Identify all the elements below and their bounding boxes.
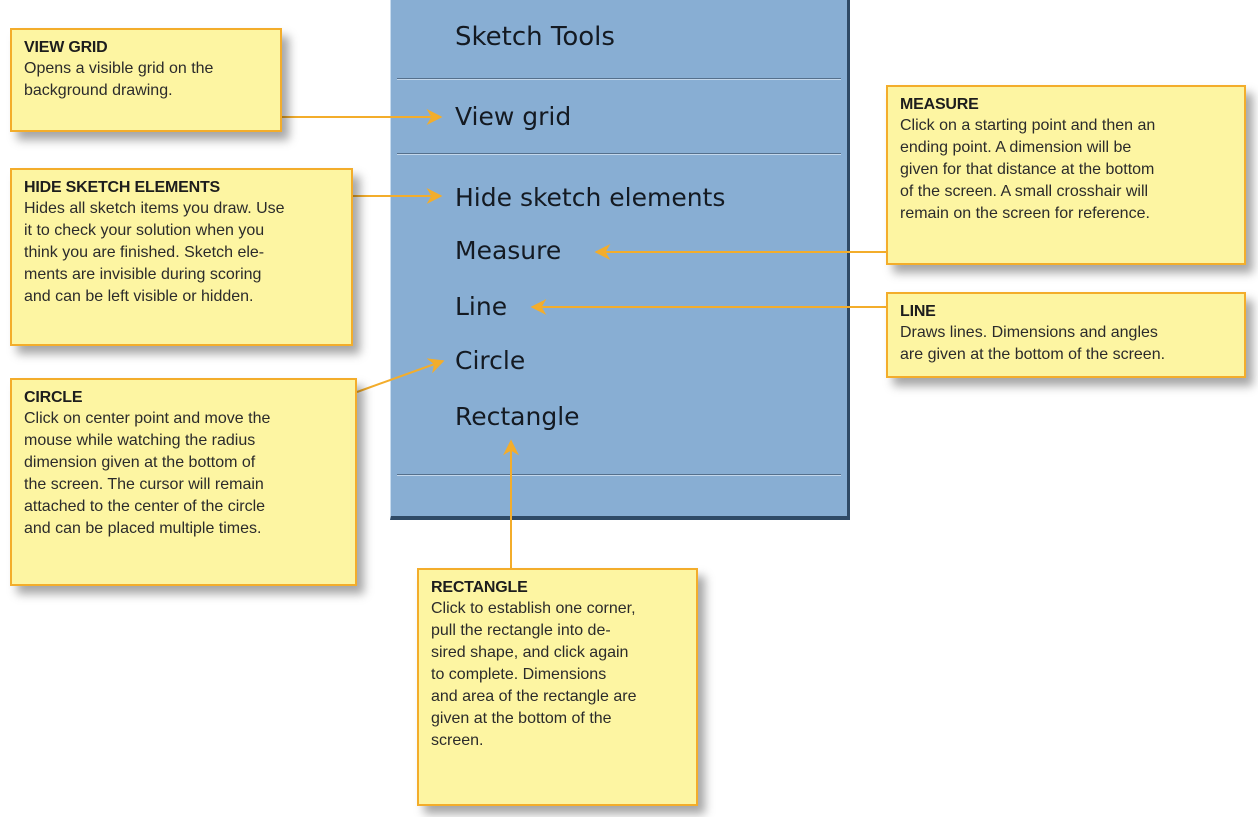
menu-item-measure[interactable]: Measure [455,236,562,265]
callout-circle: CIRCLE Click on center point and move th… [10,378,357,586]
divider [397,153,841,155]
callout-measure: MEASURE Click on a starting point and th… [886,85,1246,265]
menu-item-circle[interactable]: Circle [455,346,526,375]
callout-title: HIDE SKETCH ELEMENTS [24,179,221,196]
callout-body: Draws lines. Dimensions and angles are g… [900,324,1166,363]
callout-title: RECTANGLE [431,579,528,596]
arrow-circle [356,358,445,393]
callout-title: LINE [900,303,936,320]
menu-item-view-grid[interactable]: View grid [455,102,572,131]
divider [397,78,841,80]
callout-hide-sketch-elements: HIDE SKETCH ELEMENTS Hides all sketch it… [10,168,353,346]
sketch-tools-panel: Sketch Tools View grid Hide sketch eleme… [390,0,850,520]
divider [397,474,841,476]
callout-title: VIEW GRID [24,39,108,56]
callout-body: Click on center point and move the mouse… [24,410,271,537]
menu-item-hide-sketch-elements[interactable]: Hide sketch elements [455,183,726,212]
callout-body: Click to establish one corner, pull the … [431,600,637,749]
callout-rectangle: RECTANGLE Click to establish one corner,… [417,568,698,806]
callout-body: Opens a visible grid on the background d… [24,60,214,99]
menu-item-line[interactable]: Line [455,292,508,321]
callout-body: Click on a starting point and then an en… [900,117,1156,222]
callout-title: MEASURE [900,96,979,113]
menu-item-rectangle[interactable]: Rectangle [455,402,580,431]
callout-line: LINE Draws lines. Dimensions and angles … [886,292,1246,378]
callout-view-grid: VIEW GRID Opens a visible grid on the ba… [10,28,282,132]
callout-title: CIRCLE [24,389,83,406]
callout-body: Hides all sketch items you draw. Use it … [24,200,285,305]
panel-title: Sketch Tools [455,22,615,52]
